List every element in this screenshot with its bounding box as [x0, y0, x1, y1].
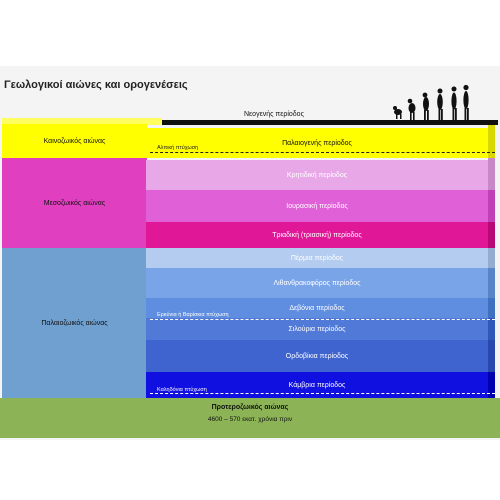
cenozoic-era-top — [2, 118, 162, 125]
cambrian-period: Κάμβρια περίοδος — [146, 372, 488, 398]
cambrian-side — [488, 372, 495, 398]
paleogene-side — [488, 125, 495, 158]
silurian-period-label: Σιλούρια περίοδος — [288, 325, 346, 333]
neogene-layer — [146, 120, 498, 125]
jurassic-side — [488, 190, 495, 222]
paleozoic-era: Παλαιοζωικός αιώνας — [2, 248, 147, 398]
cenozoic-era-label: Καινοζωικός αιώνας — [43, 137, 106, 145]
paleogene-period: Παλαιογενής περίοδος — [146, 128, 488, 158]
cretaceous-side — [488, 158, 495, 190]
cretaceous-period: Κρητιδική περίοδος — [146, 160, 488, 190]
caledonian-orogeny-line — [150, 393, 495, 394]
jurassic-period: Ιουρασική περίοδος — [146, 190, 488, 222]
paleozoic-era-label: Παλαιοζωικός αιώνας — [41, 319, 108, 327]
neogene-period-label: Νεογενής περίοδος — [244, 111, 304, 118]
ordovician-period: Ορδοβίκια περίοδος — [146, 340, 488, 372]
mesozoic-era: Μεσοζωικός αιώνας — [2, 158, 147, 248]
cenozoic-era: Καινοζωικός αιώνας — [2, 124, 147, 158]
jurassic-period-label: Ιουρασική περίοδος — [286, 202, 348, 210]
permian-period: Πέρμια περίοδος — [146, 248, 488, 268]
cretaceous-period-label: Κρητιδική περίοδος — [286, 171, 348, 179]
devonian-period: Δεβόνια περίοδος — [146, 298, 488, 318]
devonian-side — [488, 298, 495, 318]
caledonian-orogeny-label: Καληδόνια πτύχωση — [157, 387, 207, 393]
silurian-side — [488, 318, 495, 340]
page-title: Γεωλογικοί αιώνες και ορογενέσεις — [4, 79, 188, 91]
alpine-orogeny-line — [150, 152, 495, 153]
carboniferous-period-label: Λιθανθρακοφόρος περίοδος — [273, 279, 361, 287]
permian-side — [488, 248, 495, 268]
triassic-side — [488, 222, 495, 248]
ordovician-side — [488, 340, 495, 372]
triassic-period-label: Τριαδική (τριασική) περίοδος — [272, 231, 362, 239]
hercynian-orogeny-line — [150, 319, 495, 320]
proterozoic-era — [0, 398, 500, 438]
cambrian-period-label: Κάμβρια περίοδος — [288, 381, 346, 389]
human-evolution-icon — [393, 84, 469, 120]
permian-period-label: Πέρμια περίοδος — [290, 254, 344, 262]
hercynian-orogeny-label: Ερκύνια ή Βαρίσκια πτύχωση — [157, 312, 229, 318]
alpine-orogeny-label: Αλπική πτύχωση — [157, 145, 199, 151]
proterozoic-era-label: Προτεροζωικός αιώνας — [211, 404, 289, 411]
mesozoic-era-label: Μεσοζωικός αιώνας — [43, 199, 106, 207]
ordovician-period-label: Ορδοβίκια περίοδος — [285, 352, 349, 360]
triassic-period: Τριαδική (τριασική) περίοδος — [146, 222, 488, 248]
carboniferous-period: Λιθανθρακοφόρος περίοδος — [146, 268, 488, 298]
paleogene-period-label: Παλαιογενής περίοδος — [282, 139, 352, 147]
proterozoic-era-range: 4600 – 570 εκατ. χρόνια πριν — [207, 416, 293, 423]
devonian-period-label: Δεβόνια περίοδος — [289, 304, 345, 312]
carboniferous-side — [488, 268, 495, 298]
silurian-period: Σιλούρια περίοδος — [146, 318, 488, 340]
